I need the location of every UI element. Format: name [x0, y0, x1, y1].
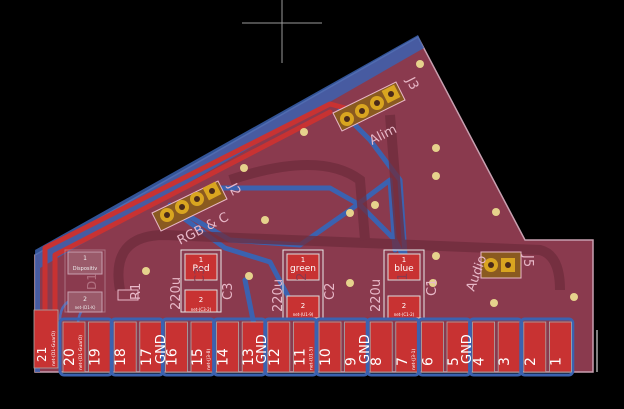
pad-17[interactable]: 17: [139, 321, 163, 373]
pad-number-10: 10: [318, 348, 334, 366]
pad-c3-1: 1: [199, 256, 203, 264]
pad-number-8: 8: [369, 357, 385, 366]
label-j5: J5: [520, 254, 535, 267]
pad-c1-1: 1: [402, 256, 406, 264]
pad-d1-2: 2: [83, 296, 87, 303]
pad-1[interactable]: 1: [548, 321, 572, 373]
net-c2: net-(U1-9): [293, 312, 314, 317]
pad-net-11: net-(U1-5): [308, 347, 314, 370]
net-c3: net-(C3-2): [191, 307, 212, 312]
label-gnd-c: GND: [358, 334, 373, 364]
pad-number-6: 6: [420, 357, 436, 366]
pad-2[interactable]: 2: [519, 317, 575, 377]
pad-number-2: 2: [523, 357, 539, 366]
pad-13[interactable]: 13: [241, 321, 265, 373]
pad-8[interactable]: 8: [365, 317, 421, 377]
pad-net-15: net-(J3-8): [206, 349, 212, 370]
component-d1[interactable]: 1 Dispositiv 2 net-(D1-K) D1 R1: [64, 249, 144, 313]
top-copper-traces: [42, 101, 348, 323]
pad-net-21: net-(D1-GuarD): [51, 331, 57, 366]
pad-10[interactable]: 10: [314, 317, 370, 377]
pad-c3-2: 2: [199, 296, 203, 304]
pad-3[interactable]: 3: [497, 321, 521, 373]
pad-number-11: 11: [292, 348, 308, 366]
label-r1: R1: [129, 283, 144, 300]
r1-outline: [117, 289, 139, 301]
pad-number-5: 5: [446, 357, 462, 366]
pad-number-9: 9: [344, 357, 360, 366]
pad-4[interactable]: 4: [468, 317, 524, 377]
label-c3-ref: C3: [193, 267, 208, 284]
copper-pour-outlines: [113, 114, 565, 291]
pad-19[interactable]: 19: [88, 321, 111, 373]
label-c2-ref: C2: [295, 273, 310, 290]
pad-c2-1: 1: [301, 256, 305, 264]
pad-number-17: 17: [139, 348, 155, 366]
label-green: green: [290, 264, 316, 274]
pad-number-4: 4: [472, 357, 488, 366]
value-c2: 220u: [271, 279, 286, 312]
pad-c1-2: 2: [402, 302, 406, 310]
pad-number-3: 3: [497, 357, 513, 366]
pad-number-12: 12: [267, 348, 283, 366]
pad-number-18: 18: [113, 348, 129, 366]
label-gnd-b: GND: [255, 334, 270, 364]
gnd-labels: GND GND GND GND: [154, 334, 475, 364]
pad-number-1: 1: [548, 357, 564, 366]
value-c1: 220u: [369, 279, 384, 312]
capacitor-c2[interactable]: green 1 2 net-(U1-9) C2 C2 220u: [271, 249, 338, 319]
net-d1: net-(D1-K): [75, 305, 96, 310]
label-blue: blue: [394, 264, 414, 274]
value-c3: 220u: [169, 277, 184, 310]
pad-number-16: 16: [164, 348, 180, 366]
vias: [142, 60, 578, 307]
crosshair-cursor: [242, 0, 322, 63]
label-c1-ref: C1: [396, 273, 411, 290]
net-c1: net-(C1-2): [394, 312, 415, 317]
capacitor-c1[interactable]: blue 1 2 net-(C1-2) C1 C1 220u: [369, 249, 440, 319]
label-gnd-a: GND: [154, 334, 169, 364]
label-c2: C2: [323, 283, 338, 300]
pad-number-19: 19: [88, 348, 104, 366]
pad-number-20: 20: [62, 348, 78, 366]
label-d1: D1: [85, 273, 99, 290]
pad-c2-2: 2: [301, 302, 305, 310]
pad-number-13: 13: [241, 348, 257, 366]
label-j3: J3: [402, 74, 421, 92]
pad-number-7: 7: [395, 357, 411, 366]
pad-net-7: net-(J3-1): [411, 349, 417, 370]
pad-d1-1: 1: [83, 255, 87, 262]
label-dispositiv: Dispositiv: [73, 266, 97, 272]
label-gnd-d: GND: [460, 334, 475, 364]
label-red: Red: [192, 264, 209, 274]
pad-number-21: 21: [35, 347, 49, 362]
pad-18[interactable]: 18: [109, 317, 165, 377]
label-c1: C1: [425, 279, 440, 296]
pad-number-15: 15: [190, 348, 206, 366]
label-c3: C3: [221, 283, 236, 300]
pad-net-20: net-(D1-GuarD): [78, 335, 84, 370]
pad-number-14: 14: [216, 348, 232, 366]
capacitor-c3[interactable]: Red 1 2 net-(C3-2) C3 C3 220u: [169, 249, 236, 313]
ground-zone-edge: [35, 35, 424, 268]
label-j2: J2: [224, 180, 243, 198]
